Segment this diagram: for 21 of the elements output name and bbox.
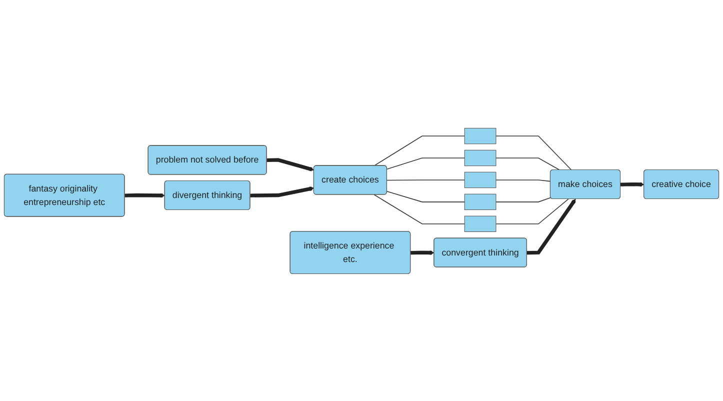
connector — [496, 198, 569, 224]
connector — [496, 196, 552, 202]
connector — [386, 179, 465, 180]
node-box — [464, 171, 496, 188]
node-box — [464, 149, 496, 166]
arrow — [250, 186, 314, 197]
connector — [374, 135, 465, 166]
connector — [386, 157, 465, 169]
node-box — [464, 193, 496, 210]
node-box — [464, 215, 496, 232]
arrow — [526, 198, 576, 254]
connector — [386, 190, 465, 202]
arrow — [620, 182, 644, 186]
arrow — [124, 192, 166, 198]
node-box — [464, 127, 496, 144]
connector — [496, 157, 560, 170]
connector — [496, 135, 572, 170]
arrow — [410, 250, 434, 255]
arrow — [266, 158, 314, 171]
connector — [496, 179, 551, 182]
connector — [374, 194, 465, 224]
